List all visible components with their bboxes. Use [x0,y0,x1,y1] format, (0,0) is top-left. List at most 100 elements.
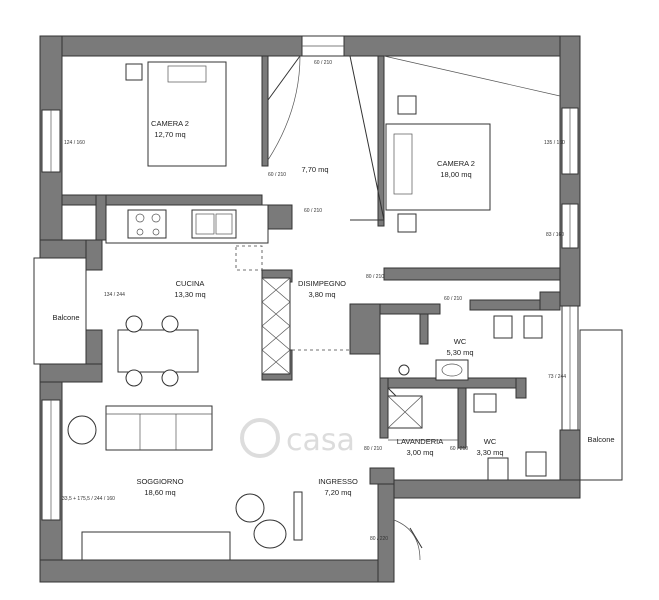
watermark-text: casa [286,423,355,458]
label-cucina-name: CUCINA [176,279,205,288]
doors [235,55,561,561]
dim-door-entry: 80 / 220 [370,536,388,542]
dim-door-wc: 60 / 210 [444,296,462,302]
label-wc-top-area: 5,30 mq [446,348,473,357]
dim-win-balcone-right: 73 / 244 [548,374,566,380]
label-lavanderia-name: LAVANDERIA [397,437,443,446]
room-labels: CAMERA 2 12,70 mq 7,70 mq CAMERA 2 18,00… [52,119,614,497]
label-ingresso-name: INGRESSO [318,477,358,486]
dim-door-lav-left: 80 / 210 [364,446,382,452]
toilet-top [523,315,543,339]
wall-kitchen-right-top [267,204,293,230]
label-disimpegno-area: 3,80 mq [308,290,335,299]
wall-bottom-right [379,479,581,499]
chair-4 [161,369,179,387]
dim-door-left-bedroom: 60 / 210 [268,172,286,178]
bed-left [147,61,227,167]
watermark: casa [240,418,355,458]
dim-win-soggiorno: 33,5 + 175,5 / 244 / 160 [62,496,115,502]
armchair-2 [253,519,287,549]
label-disimpegno-name: DISIMPEGNO [298,279,346,288]
label-camera-left-name: CAMERA 2 [151,119,189,128]
wall-soggiorno-notch [39,363,103,383]
armchair-1 [235,493,265,523]
wall-top-right [343,35,581,57]
label-corridor-area: 7,70 mq [301,165,328,174]
dim-win-cucina: 134 / 244 [104,292,125,298]
kitchen-counter [105,204,291,375]
label-wc-top-name: WC [454,337,467,346]
wall-lav-left [379,377,389,439]
label-lavanderia-area: 3,00 mq [406,448,433,457]
wall-wc-top-left [379,303,441,315]
label-balcone-right: Balcone [587,435,614,444]
tv-unit [81,531,231,561]
living-furniture [67,405,303,561]
wall-bedroom-kitchen [61,194,263,206]
bidet [493,315,513,339]
dimension-labels: 124 / 160 135 / 160 83 / 160 60 / 210 60… [62,60,566,542]
dim-door-corr-vert: 60 / 210 [304,208,322,214]
nightstand-left [125,63,143,81]
wall-top-left [39,35,303,57]
label-soggiorno-name: SOGGIORNO [136,477,183,486]
nightstand-right-1 [397,95,417,115]
wall-corridor-right [377,55,385,227]
label-ingresso-area: 7,20 mq [324,488,351,497]
cooktop [127,209,167,239]
door-entry [409,527,423,549]
dim-win-left-top: 124 / 160 [64,140,85,146]
dining-table [117,329,199,373]
wall-bedroom-left-right [261,55,269,167]
chair-3 [125,369,143,387]
chair-2 [161,315,179,333]
chair-1 [125,315,143,333]
washer [398,364,410,376]
wall-kitchen-left-stub [95,194,107,241]
door-bedroom-right [349,55,385,221]
bidet-bottom [487,457,509,481]
wall-bedroom-right-bottom [383,267,561,281]
wall-wc-bottom-corner [515,377,527,399]
dim-door-top-center: 60 / 210 [314,60,332,66]
sofa [105,405,213,451]
interior-walls [61,55,561,485]
windows [41,35,579,521]
sink-wc-top [435,359,469,381]
wall-kitchen-notch-post [85,239,103,271]
tall-units [261,277,291,375]
label-wc-bottom-area: 3,30 mq [476,448,503,457]
label-soggiorno-area: 18,60 mq [144,488,175,497]
wall-wc-corner [539,291,561,311]
dim-door-disimpegno: 80 / 210 [366,274,384,280]
beds [125,61,491,233]
wall-bottom [39,559,389,583]
label-camera-left-area: 12,70 mq [154,130,185,139]
door-bedroom-left [267,55,301,101]
balcony-left [33,257,87,365]
console [293,491,303,541]
wall-lav-right [457,387,467,449]
bed-right [385,123,491,211]
label-camera-right-name: CAMERA 2 [437,159,475,168]
dim-win-right-mid: 83 / 160 [546,232,564,238]
wall-entry-stub [377,479,395,583]
dim-win-right-top: 135 / 160 [544,140,565,146]
wall-wc-mid [419,313,429,345]
dim-door-lav-right: 60 / 210 [450,446,468,452]
bathroom-fixtures [387,315,547,481]
label-wc-bottom-name: WC [484,437,497,446]
sink-wc-bottom [473,393,497,413]
wall-entry-corner [369,467,395,485]
label-balcone-left: Balcone [52,313,79,322]
balcony-right [579,329,623,481]
door-cucina-dashed [235,245,263,271]
side-table [67,415,97,445]
label-cucina-area: 13,30 mq [174,290,205,299]
nightstand-right-2 [397,213,417,233]
label-camera-right-area: 18,00 mq [440,170,471,179]
dining-set [117,315,199,387]
watermark-logo-icon [240,418,280,458]
wall-wc-left [349,303,381,355]
